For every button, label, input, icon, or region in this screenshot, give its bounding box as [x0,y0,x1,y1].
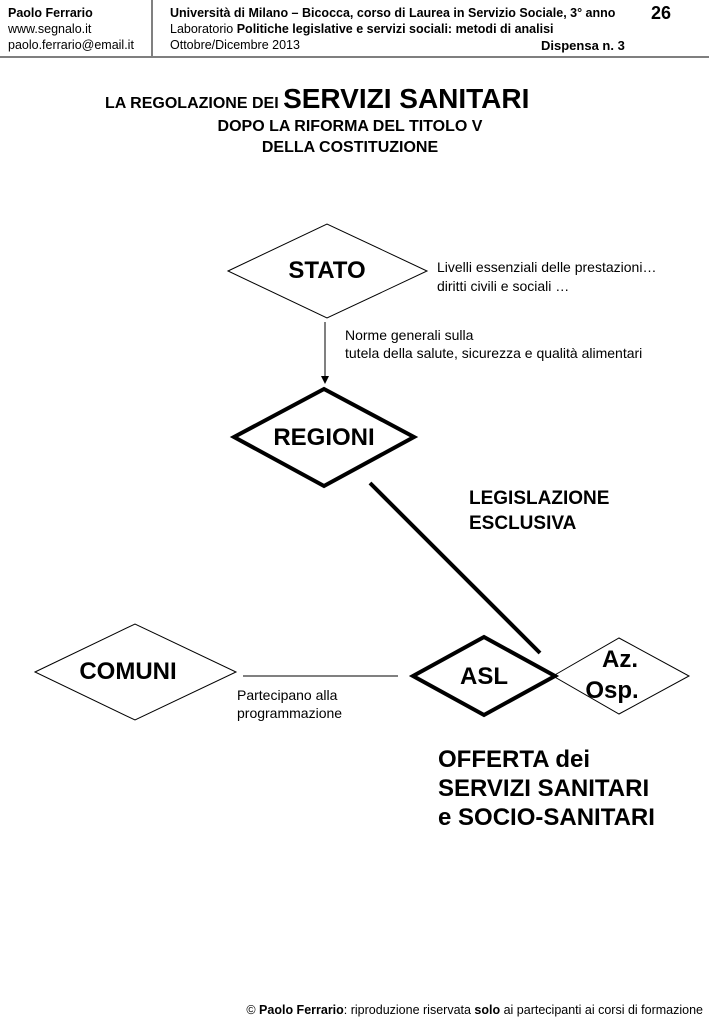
header-email[interactable]: paolo.ferrario@email.it [8,38,134,52]
stato-note-2: diritti civili e sociali … [437,278,570,294]
header-website[interactable]: www.segnalo.it [8,22,92,36]
lab-title: Politiche legislative e servizi sociali:… [236,22,554,36]
header-dispensa: Dispensa n. 3 [541,38,625,53]
arrow-head-icon [321,376,329,384]
regioni-diamond [229,386,419,489]
asl-diamond [408,634,560,718]
regioni-label: REGIONI [273,424,375,451]
offerta-2: SERVIZI SANITARI [438,775,650,802]
stato-diamond [226,223,429,319]
header-lab: Laboratorio Politiche legislative e serv… [170,22,554,37]
title-line2: DOPO LA RIFORMA DEL TITOLO V [217,118,483,135]
stato-note-1: Livelli essenziali delle prestazioni… [437,259,657,275]
legislazione-line [368,481,542,655]
arrow-note-1: Norme generali sulla [345,327,474,343]
stato-label: STATO [288,257,366,284]
arrow-note-2: tutela della salute, sicurezza e qualità… [345,345,643,361]
page-number: 26 [651,3,672,23]
asl-label: ASL [460,663,508,690]
osp-label: Osp. [585,677,639,704]
title-line3: DELLA COSTITUZIONE [261,139,439,156]
footer-text2: ai partecipanti ai corsi di formazione [500,1003,703,1017]
footer-author: Paolo Ferrario [259,1003,344,1017]
footer-copyright: © Paolo Ferrario: riproduzione riservata… [246,1003,703,1017]
title-prefix: LA REGOLAZIONE DEI [105,95,284,112]
header-author: Paolo Ferrario [8,6,93,20]
comuni-note-1: Partecipano alla [237,687,338,703]
az-osp-diamond [551,637,691,715]
comuni-diamond [33,623,238,721]
header-period: Ottobre/Dicembre 2013 [170,38,300,52]
lab-prefix: Laboratorio [170,22,237,36]
legislazione-1: LEGISLAZIONE [469,488,610,509]
offerta-3: e SOCIO-SANITARI [438,804,655,831]
comuni-label: COMUNI [79,658,177,685]
header-course: Università di Milano – Bicocca, corso di… [170,6,616,20]
comuni-note-2: programmazione [237,705,343,721]
footer-solo: solo [474,1003,501,1017]
copyright-symbol: © [246,1003,260,1017]
legislazione-2: ESCLUSIVA [469,513,577,534]
offerta-1: OFFERTA dei [438,746,590,773]
page-title: LA REGOLAZIONE DEI SERVIZI SANITARI [105,83,529,115]
title-main: SERVIZI SANITARI [283,83,530,114]
az-label: Az. [602,646,638,673]
footer-text1: : riproduzione riservata [343,1003,475,1017]
